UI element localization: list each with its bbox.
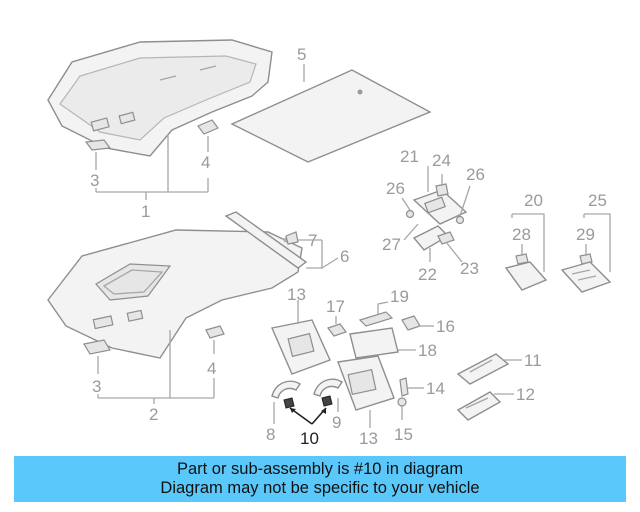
switch-23 [437, 231, 455, 245]
callout-26-right: 26 [466, 165, 485, 184]
lamp-lens-29 [579, 253, 593, 265]
visor-clip-17 [327, 323, 347, 337]
callout-13-lower: 13 [359, 429, 378, 448]
nut-15 [397, 397, 407, 407]
visor-holder-16 [401, 315, 421, 331]
callout-20: 20 [524, 191, 543, 210]
map-lamp-housing [412, 189, 468, 225]
screw-26-right [455, 215, 465, 225]
callout-10: 10 [300, 429, 319, 448]
callout-5: 5 [297, 45, 306, 64]
callout-9: 9 [332, 413, 341, 432]
cap-10-highlighted [283, 395, 333, 409]
banner-line-1: Part or sub-assembly is #10 in diagram [176, 460, 464, 478]
callout-24: 24 [432, 151, 451, 170]
callout-19: 19 [390, 287, 409, 306]
callout-26-left: 26 [386, 179, 405, 198]
callout-4-lower: 4 [207, 359, 216, 378]
grab-handle-9 [313, 378, 343, 397]
callout-7: 7 [308, 231, 317, 250]
bracket-12 [456, 391, 502, 421]
callout-12: 12 [516, 385, 535, 404]
info-banner: Part or sub-assembly is #10 in diagram D… [14, 456, 626, 502]
headliner-panel [230, 69, 432, 163]
parts-diagram: 3 4 1 5 3 4 2 7 6 13 [47, 39, 612, 448]
lamp-lens-19 [358, 311, 394, 327]
callout-3-lower: 3 [92, 377, 101, 396]
callout-3-upper: 3 [90, 171, 99, 190]
bracket-11 [456, 353, 510, 385]
callout-18: 18 [418, 341, 437, 360]
dome-lamp-20 [504, 261, 548, 291]
bulb-24 [435, 183, 449, 197]
grab-handle-clip-upper [197, 119, 219, 135]
sun-visor-right [337, 355, 395, 411]
callout-8: 8 [266, 425, 275, 444]
callout-21: 21 [400, 147, 419, 166]
callout-17: 17 [326, 297, 345, 316]
callout-6: 6 [340, 247, 349, 266]
callout-4-upper: 4 [201, 153, 210, 172]
callout-22: 22 [418, 265, 437, 284]
banner-line-2: Diagram may not be specific to your vehi… [160, 479, 480, 497]
callout-14: 14 [426, 379, 445, 398]
sun-visor-pad-upper [84, 139, 112, 151]
callout-1: 1 [141, 202, 150, 221]
callout-28: 28 [512, 225, 531, 244]
vanity-mirror [349, 327, 399, 359]
clip-7 [285, 231, 299, 245]
callout-27: 27 [382, 235, 401, 254]
clip-lower [205, 325, 225, 339]
callout-15: 15 [394, 425, 413, 444]
dome-lamp-25 [560, 261, 612, 293]
grab-handle-8 [271, 380, 301, 399]
callout-2: 2 [149, 405, 158, 424]
visor-pad-lower [83, 339, 111, 355]
callout-13-upper: 13 [287, 285, 306, 304]
callout-29: 29 [576, 225, 595, 244]
headliner-lower [47, 229, 303, 359]
sun-visor-left [271, 319, 331, 375]
callout-11: 11 [524, 351, 542, 370]
headliner-upper [47, 39, 273, 157]
callout-23: 23 [460, 259, 479, 278]
callout-25: 25 [588, 191, 607, 210]
screw-14 [399, 377, 409, 397]
screw-26-left [405, 209, 415, 219]
callout-16: 16 [436, 317, 455, 336]
